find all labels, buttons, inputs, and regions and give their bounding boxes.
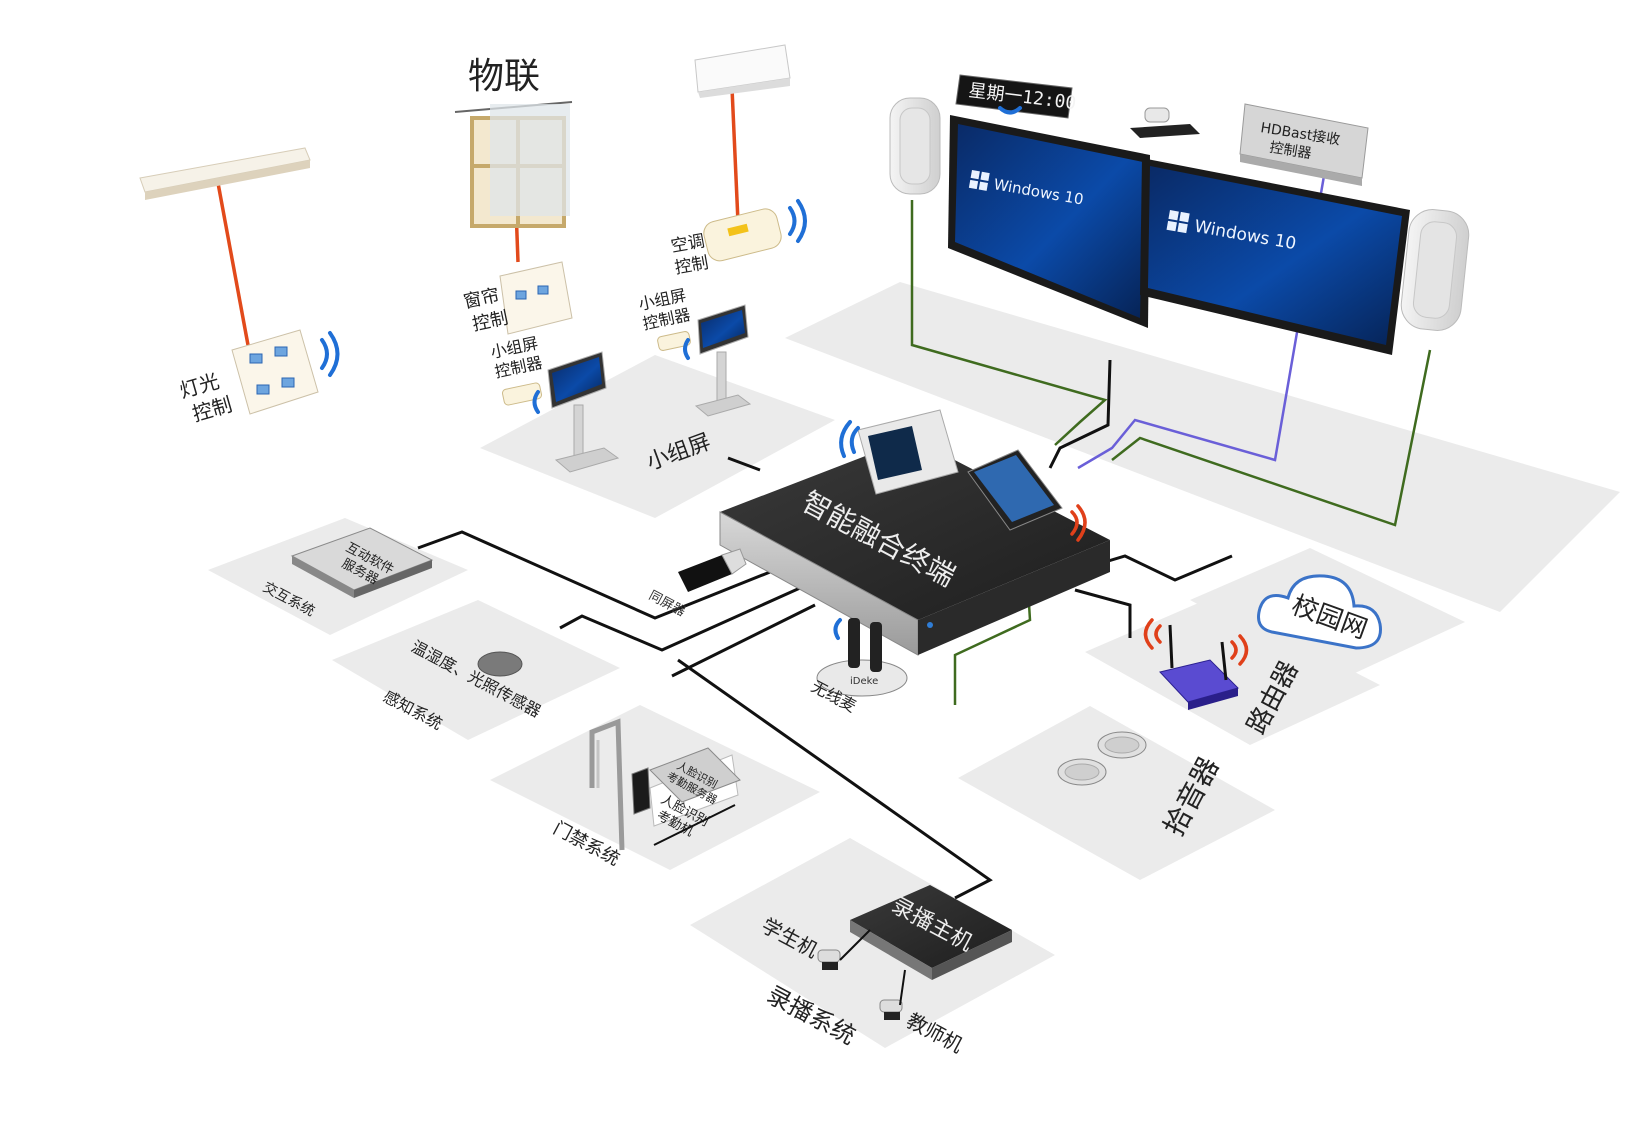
air-conditioner	[694, 44, 791, 98]
light-fixture	[139, 147, 311, 200]
ceiling-pickup-mic-2	[1057, 758, 1107, 786]
floor-front-wall-zone	[785, 282, 1620, 612]
group-screen-right[interactable]	[694, 304, 752, 417]
floor-group-screen-zone	[480, 355, 835, 518]
floor-pickup-zone	[958, 706, 1275, 880]
terminal-control-panel[interactable]	[857, 409, 959, 495]
wifi-icon	[683, 338, 690, 360]
group-controller-right-label: 小组屏 控制器	[637, 284, 697, 333]
group-screen-controller-right[interactable]	[657, 331, 691, 351]
teacher-camera	[879, 999, 903, 1020]
speaker-left	[889, 97, 941, 195]
terminal-touch-tablet[interactable]	[967, 449, 1063, 531]
screen-share-dongle[interactable]	[678, 548, 747, 592]
wifi-icon	[833, 618, 842, 640]
smart-terminal[interactable]: 智能融合终端	[719, 438, 1110, 656]
campus-network-cloud: 校园网	[1257, 574, 1382, 650]
wifi-icon	[998, 106, 1022, 115]
network-wires	[216, 87, 1432, 900]
door-frame	[589, 718, 625, 851]
screen-share-label: 同屏器	[646, 588, 687, 620]
iot-title: 物联	[468, 56, 540, 97]
interactive-server[interactable]: 互动软件 服务器	[290, 527, 434, 598]
display-right: Windows 10	[1140, 158, 1410, 355]
wifi-icon	[320, 331, 340, 377]
access-wire	[653, 804, 736, 846]
wifi-icon	[532, 390, 540, 414]
hdbaset-receiver: HDBast接收 控制器	[1239, 103, 1369, 186]
group-controller-left-label: 小组屏 控制器	[489, 332, 549, 381]
student-cam-wire	[839, 929, 871, 961]
group-screen-left[interactable]	[547, 351, 620, 473]
wifi-icon	[839, 420, 860, 458]
curtain-switch-panel[interactable]	[499, 261, 573, 335]
group-screen-controller-left[interactable]	[501, 382, 543, 406]
student-camera	[817, 949, 841, 970]
wifi-icon	[788, 199, 807, 243]
wifi-icon	[1143, 618, 1249, 666]
curtain-window	[454, 101, 573, 228]
speaker-right	[1400, 209, 1470, 331]
wireless-mic[interactable]: iDeke	[816, 618, 908, 697]
ceiling-pickup-mic-1	[1097, 731, 1147, 759]
temperature-light-sensor	[477, 651, 523, 677]
wifi-icon	[1070, 504, 1087, 542]
ptz-camera	[1130, 107, 1200, 138]
floor-sensing-zone	[332, 600, 620, 740]
light-switch-panel[interactable]	[231, 329, 319, 415]
ac-controller[interactable]	[701, 206, 783, 263]
recording-host[interactable]: 录播主机	[850, 885, 1012, 980]
display-left: Windows 10	[948, 115, 1150, 328]
light-control-label: 灯光 控制	[177, 367, 235, 428]
mic-brand: iDeke	[850, 676, 878, 687]
wifi-router[interactable]	[1159, 624, 1239, 710]
floor-router-zone	[1085, 598, 1380, 745]
teacher-cam-wire	[899, 969, 906, 1006]
